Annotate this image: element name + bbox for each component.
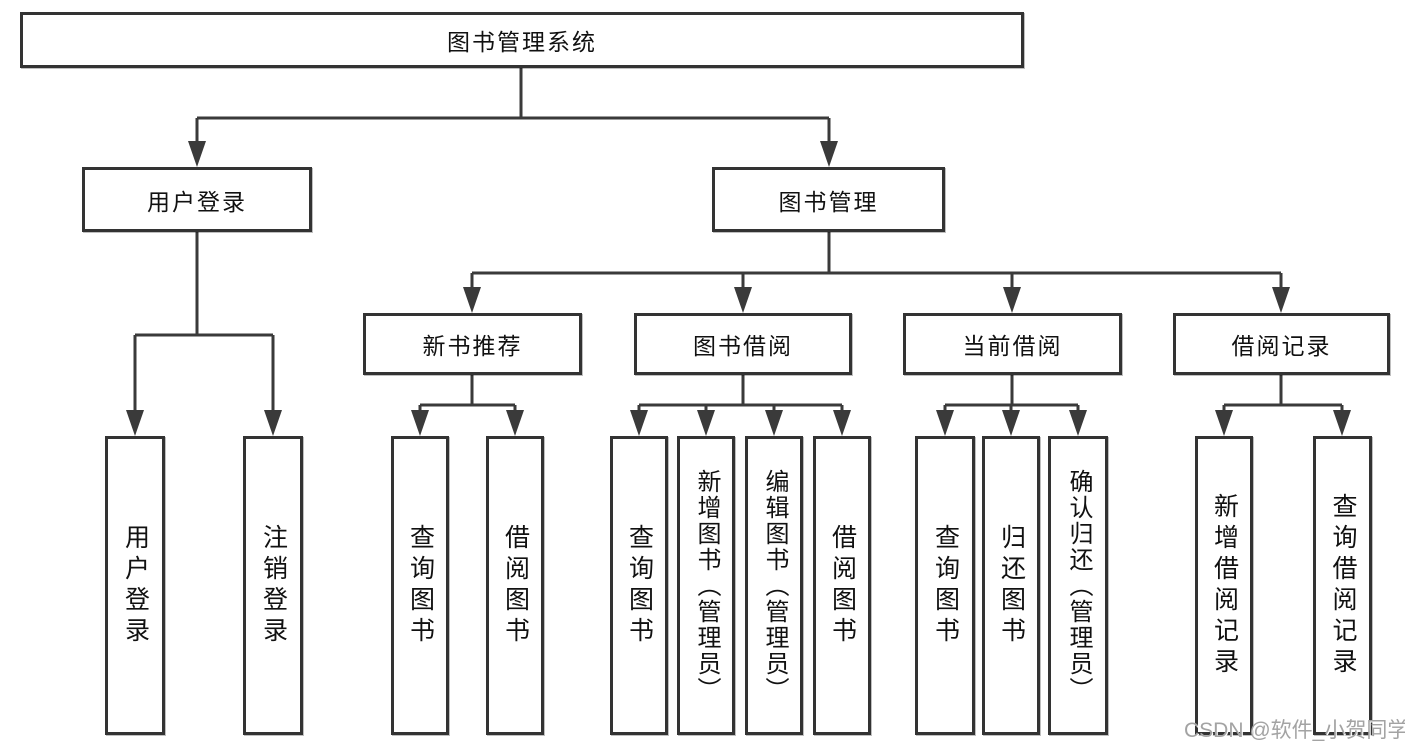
node-user-login: 用户登录: [82, 167, 312, 232]
node-borrow-records: 借阅记录: [1173, 313, 1390, 375]
leaf-add-borrow-record: 新增借阅记录: [1195, 436, 1253, 735]
node-current-borrow: 当前借阅: [903, 313, 1122, 375]
leaf-add-book-admin: 新增图书（管理员）: [677, 436, 735, 735]
node-book-borrow: 图书借阅: [634, 313, 852, 375]
leaf-edit-book-admin: 编辑图书（管理员）: [745, 436, 803, 735]
leaf-query-borrow-record: 查询借阅记录: [1313, 436, 1372, 735]
leaf-logout: 注销登录: [243, 436, 303, 735]
leaf-confirm-return-admin: 确认归还（管理员）: [1048, 436, 1108, 735]
node-book-management: 图书管理: [712, 167, 945, 232]
leaf-borrow-books-recommend: 借阅图书: [486, 436, 544, 735]
leaf-user-login: 用户登录: [105, 436, 165, 735]
csdn-watermark: CSDN @软件_小贺同学: [1184, 719, 1405, 742]
node-root-library-system: 图书管理系统: [20, 12, 1024, 68]
leaf-borrow-books: 借阅图书: [813, 436, 871, 735]
leaf-query-books-current: 查询图书: [915, 436, 975, 735]
node-new-book-recommend: 新书推荐: [363, 313, 582, 375]
leaf-return-book: 归还图书: [982, 436, 1040, 735]
leaf-query-books-recommend: 查询图书: [391, 436, 449, 735]
leaf-query-books-borrow: 查询图书: [610, 436, 668, 735]
